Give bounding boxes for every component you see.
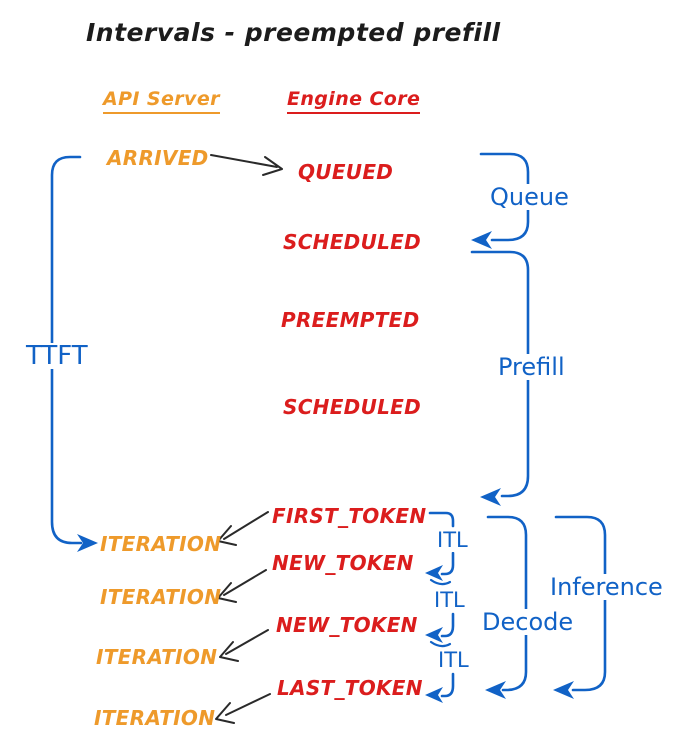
itl-3-arrowhead [425, 687, 443, 703]
event-iteration-1: ITERATION [100, 532, 222, 556]
new-token-1-to-iteration-arrow [217, 569, 267, 603]
interval-label-prefill: Prefill [495, 354, 568, 380]
decode-arrowhead [485, 681, 506, 699]
event-iteration-2: ITERATION [100, 585, 222, 609]
itl-1-bracket [428, 511, 455, 528]
interval-label-itl-2: ITL [432, 588, 467, 612]
new-token-2-to-iteration-arrow [219, 629, 269, 662]
interval-label-ttft: TTFT [23, 343, 91, 369]
itl-3-hook [440, 672, 455, 698]
decode-bracket [486, 515, 528, 692]
event-iteration-3: ITERATION [96, 645, 218, 669]
queue-arrowhead [471, 231, 492, 249]
event-scheduled-2: SCHEDULED [283, 395, 422, 419]
itl-1-arrowhead [425, 565, 443, 581]
itl-2-hook-tail [429, 640, 452, 648]
arrived-to-queued-arrow [210, 154, 283, 176]
event-first-token: FIRST_TOKEN [272, 504, 427, 528]
inference-arrowhead [553, 681, 574, 699]
itl-2-hook [440, 612, 455, 638]
interval-label-itl-3: ITL [436, 648, 471, 672]
event-arrived: ARRIVED [107, 146, 209, 170]
event-iteration-4: ITERATION [94, 706, 216, 730]
first-token-to-iteration-arrow [217, 511, 269, 546]
ttft-arrowhead [77, 534, 98, 552]
prefill-arrowhead [480, 488, 501, 506]
last-token-to-iteration-arrow [215, 693, 271, 724]
event-new-token-1: NEW_TOKEN [272, 551, 414, 575]
event-preempted: PREEMPTED [281, 308, 420, 332]
itl-1-hook-tail [429, 578, 452, 586]
event-last-token: LAST_TOKEN [277, 676, 423, 700]
interval-label-itl-1: ITL [435, 528, 470, 552]
column-header-engine-core: Engine Core [287, 88, 421, 114]
inference-bracket [554, 515, 607, 692]
event-scheduled-1: SCHEDULED [283, 230, 422, 254]
event-new-token-2: NEW_TOKEN [276, 613, 418, 637]
interval-label-decode: Decode [479, 609, 577, 635]
itl-1-hook [440, 551, 455, 576]
column-header-api-server: API Server [103, 88, 220, 114]
diagram-title: Intervals - preempted prefill [86, 18, 501, 47]
event-queued: QUEUED [298, 160, 394, 184]
interval-label-queue: Queue [487, 184, 572, 210]
itl-2-arrowhead [425, 627, 443, 643]
interval-label-inference: Inference [547, 574, 666, 600]
